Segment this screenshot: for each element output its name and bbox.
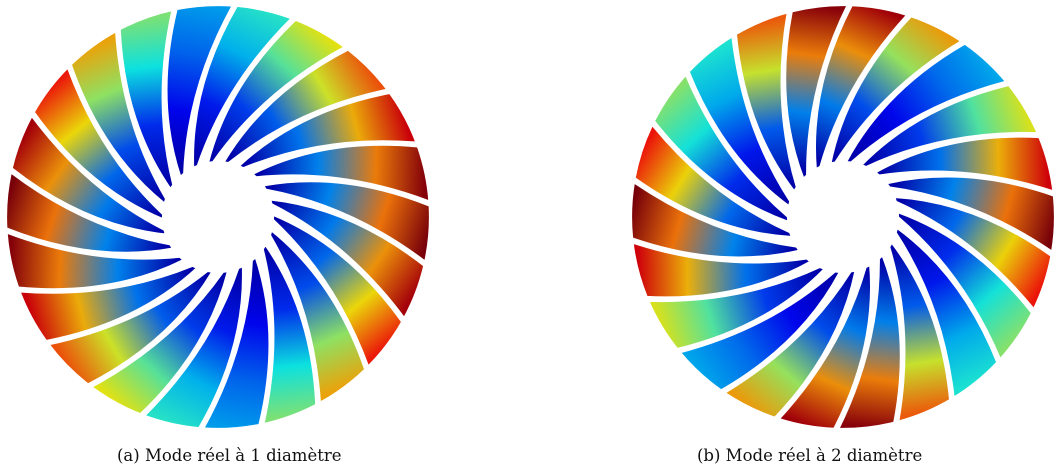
blade-15 bbox=[32, 66, 165, 221]
blade-21 bbox=[874, 135, 1055, 193]
blade-11 bbox=[629, 181, 801, 259]
blade-6 bbox=[777, 263, 873, 430]
blade-8 bbox=[143, 264, 245, 430]
blade-15 bbox=[734, 11, 798, 193]
blade-20 bbox=[860, 83, 1039, 169]
blade-5 bbox=[268, 229, 367, 404]
blade-18 bbox=[829, 15, 963, 165]
figure-caption-b: (b) Mode réel à 2 diamètre bbox=[697, 446, 923, 465]
bladed-disk-mode-shape-a bbox=[4, 3, 432, 431]
blade-17 bbox=[813, 4, 909, 171]
blade-10 bbox=[631, 241, 812, 299]
blade-1 bbox=[251, 143, 431, 203]
blade-16 bbox=[69, 30, 168, 205]
blade-19 bbox=[191, 4, 293, 170]
blade-13 bbox=[652, 73, 790, 223]
blade-21 bbox=[222, 48, 389, 165]
blade-20 bbox=[206, 18, 346, 165]
figure-panel-b: (b) Mode réel à 2 diamètre bbox=[527, 0, 1055, 471]
blade-3 bbox=[268, 198, 426, 320]
blade-4 bbox=[271, 213, 404, 368]
blade-19 bbox=[844, 42, 1008, 164]
blade-17 bbox=[118, 8, 175, 191]
bladed-disk-mode-shape-b bbox=[629, 3, 1055, 431]
blade-14 bbox=[687, 35, 792, 208]
blade-2 bbox=[261, 180, 432, 263]
blade-9 bbox=[647, 265, 826, 351]
blade-13 bbox=[4, 171, 175, 254]
blade-7 bbox=[202, 255, 271, 431]
blade-10 bbox=[47, 269, 214, 386]
figure-caption-a: (a) Mode réel à 1 diamètre bbox=[117, 446, 342, 465]
blade-5 bbox=[837, 254, 902, 431]
blade-9 bbox=[90, 269, 230, 416]
blade-2 bbox=[896, 211, 1034, 361]
blade-7 bbox=[723, 269, 857, 419]
blade-3 bbox=[894, 226, 999, 399]
blade-14 bbox=[10, 114, 168, 236]
blade-18 bbox=[165, 3, 234, 179]
blade-11 bbox=[18, 264, 199, 343]
blade-6 bbox=[261, 243, 318, 426]
blade-1 bbox=[893, 195, 1053, 311]
blade-22 bbox=[237, 91, 418, 170]
blade-12 bbox=[633, 123, 793, 239]
blade-16 bbox=[784, 3, 849, 180]
figure-panel-a: (a) Mode réel à 1 diamètre bbox=[0, 0, 527, 471]
blade-8 bbox=[678, 270, 842, 392]
blade-4 bbox=[888, 241, 952, 423]
blade-12 bbox=[5, 231, 185, 291]
